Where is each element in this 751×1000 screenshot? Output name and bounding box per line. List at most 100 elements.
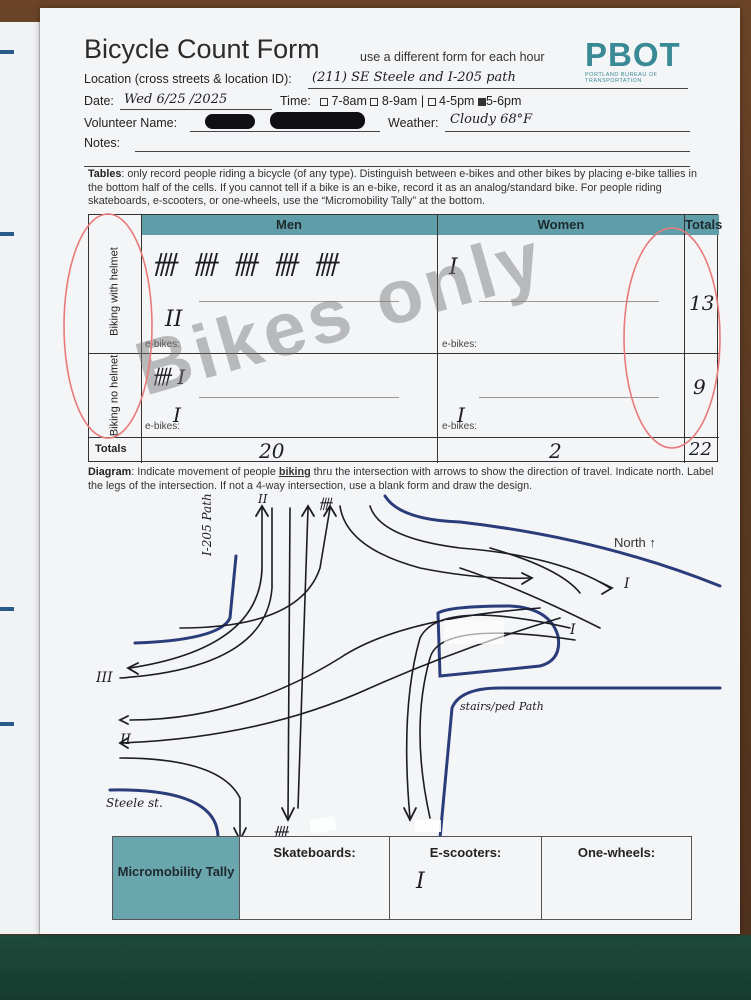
micromobility-table: Micromobility Tally Skateboards: E-scoot… [112, 836, 692, 920]
pbot-logo: PBOT PORTLAND BUREAU OF TRANSPORTATION [585, 36, 695, 85]
time-options: 7-8am 8-9am | 4-5pm 5-6pm [320, 94, 521, 108]
tally-diagram-right-top: I [624, 576, 630, 592]
logo-subtitle: PORTLAND BUREAU OF TRANSPORTATION [585, 72, 658, 84]
tally-women-with-helmet[interactable]: I [449, 255, 458, 280]
tape-3 [444, 620, 504, 644]
arrow-west-2 [117, 715, 129, 725]
time-option-4-5pm: 4-5pm [439, 94, 475, 108]
location-label: Location (cross streets & location ID): [84, 72, 292, 86]
header-totals: Totals [685, 215, 722, 235]
header-women: Women [438, 215, 684, 235]
arrow-east-1 [521, 572, 534, 585]
time-label: Time: [280, 94, 311, 108]
island-outline [436, 604, 561, 678]
tally-men-no-helmet[interactable]: 卌 I [151, 365, 186, 389]
label-steele-st: Steele st. [106, 796, 163, 810]
total-no-helmet[interactable]: 9 [693, 375, 706, 399]
arrow-north-1 [255, 504, 269, 517]
tables-instructions: Tables: only record people riding a bicy… [88, 168, 708, 209]
skateboards-cell[interactable]: Skateboards: [239, 837, 389, 919]
instructions-text: : only record people riding a bicycle (o… [88, 168, 697, 207]
escooters-cell[interactable]: E-scooters: I [389, 837, 541, 919]
logo-word: PBOT [585, 36, 681, 73]
ebikes-label-men-nohelmet: e-bikes: [145, 421, 181, 432]
tally-men-with-helmet[interactable]: 卌 卌 卌 卌 卌 [151, 251, 342, 281]
tally-diagram-left-upper: III [96, 670, 113, 686]
time-option-5-6pm: 5-6pm [485, 94, 522, 108]
skateboards-title: Skateboards: [273, 845, 356, 860]
weather-value[interactable]: Cloudy 68°F [450, 112, 533, 127]
total-with-helmet[interactable]: 13 [689, 291, 715, 315]
men-helmet-ebike-divider [199, 301, 399, 302]
arrow-east-2 [599, 581, 614, 595]
label-i205-path: I-205 Path [200, 493, 214, 556]
row-divider-helmet [89, 353, 719, 354]
ebikes-label-women-nohelmet: e-bikes: [442, 421, 478, 432]
time-separator: | [420, 94, 425, 108]
arrow-west-1 [126, 662, 139, 675]
red-circle-row-labels [63, 213, 153, 439]
date-underline [120, 109, 272, 110]
road-edge-sw [108, 788, 220, 840]
totals-row-label: Totals [95, 443, 127, 455]
onewheels-cell[interactable]: One-wheels: [541, 837, 691, 919]
road-edge-ne [383, 494, 722, 588]
weather-label: Weather: [388, 116, 439, 130]
time-4-5pm-checkbox[interactable] [427, 97, 436, 106]
time-option-7-8am: 7-8am [331, 94, 367, 108]
tally-men-with-helmet-ebike[interactable]: II [165, 307, 183, 332]
path-1 [129, 507, 263, 669]
total-women[interactable]: 2 [549, 439, 562, 463]
total-men[interactable]: 20 [259, 439, 285, 463]
path-3 [297, 507, 309, 809]
notes-underline-2 [84, 166, 690, 167]
escooters-tally[interactable]: I [416, 869, 425, 894]
notes-label: Notes: [84, 136, 121, 150]
diagram-text-b: thru the intersection with arrows to sho… [88, 466, 714, 492]
ebikes-label-men-helmet: e-bikes: [145, 339, 181, 350]
path-4 [287, 507, 291, 819]
path-2 [119, 507, 273, 679]
col-divider-men [437, 215, 438, 463]
ebikes-label-women-helmet: e-bikes: [442, 339, 478, 350]
path-10 [119, 757, 241, 839]
diagram-bold: Diagram [88, 466, 132, 478]
onewheels-title: One-wheels: [577, 845, 656, 860]
instructions-bold: Tables [88, 168, 122, 180]
time-option-8-9am: 8-9am [381, 94, 418, 108]
green-cloth [0, 935, 751, 1000]
redacted-first-name [205, 114, 255, 129]
redacted-last-name [270, 112, 365, 129]
total-all[interactable]: 22 [689, 439, 712, 460]
row-divider-totals [89, 437, 719, 438]
date-label: Date: [84, 94, 114, 108]
tally-men-no-helmet-ebike[interactable]: I [173, 403, 181, 427]
tally-diagram-right-mid: I [570, 622, 576, 638]
tape-pieces [308, 620, 504, 835]
col-divider-label [141, 215, 142, 463]
arrow-south-2 [281, 807, 295, 823]
path-6 [339, 505, 531, 580]
tally-diagram-top-b: 卌 [318, 497, 332, 513]
volunteer-underline [190, 131, 380, 132]
date-value[interactable]: Wed 6/25 /2025 [124, 92, 228, 107]
arrow-north-2 [301, 504, 315, 517]
path-5 [179, 507, 331, 629]
women-nohelmet-ebike-divider [479, 397, 659, 398]
arrow-west-3 [118, 737, 129, 749]
time-7-8am-checkbox[interactable] [320, 97, 328, 106]
red-highlights [63, 213, 721, 449]
form-subtitle: use a different form for each hour [360, 50, 545, 64]
north-indicator: North ↑ [614, 535, 656, 550]
time-8-9am-checkbox[interactable] [370, 97, 379, 106]
time-5-6pm-checkbox-checked[interactable] [477, 97, 486, 106]
tally-women-no-helmet-ebike[interactable]: I [457, 403, 465, 427]
micromobility-label: Micromobility Tally [113, 837, 239, 919]
arrow-heads [117, 504, 614, 843]
location-underline [308, 88, 688, 89]
form-title: Bicycle Count Form [84, 34, 320, 64]
weather-underline [445, 131, 690, 132]
road-edge-nw [133, 554, 238, 645]
location-value[interactable]: (211) SE Steele and I-205 path [312, 70, 516, 85]
arrow-north-3 [323, 504, 337, 517]
